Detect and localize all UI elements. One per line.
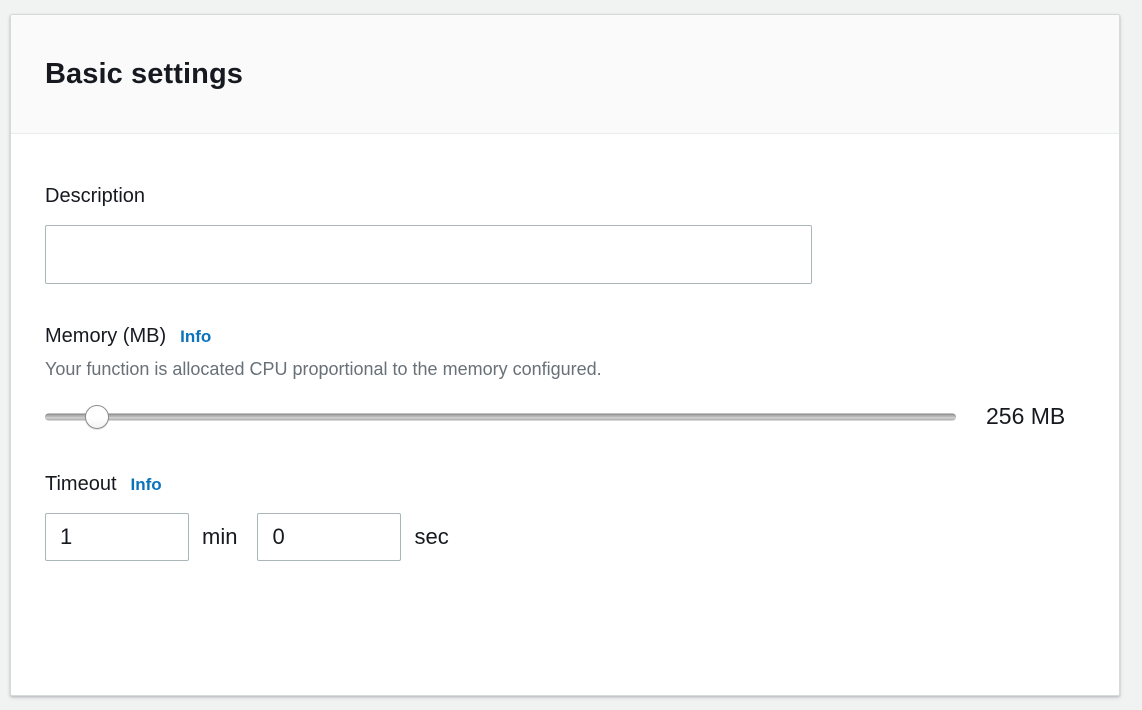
panel-header: Basic settings <box>11 15 1119 134</box>
basic-settings-panel: Basic settings Description Memory (MB) I… <box>10 14 1120 696</box>
timeout-inputs-row: min sec <box>45 513 1085 562</box>
timeout-seconds-input[interactable] <box>257 513 402 562</box>
description-label-text: Description <box>45 185 146 207</box>
page-title: Basic settings <box>45 57 244 90</box>
timeout-seconds-unit-label: sec <box>414 524 449 550</box>
timeout-info-link[interactable]: Info <box>130 475 162 495</box>
panel-body: Description Memory (MB) Info Your functi… <box>11 134 1119 562</box>
timeout-minutes-unit-label: min <box>202 524 238 550</box>
memory-label: Memory (MB) Info <box>45 324 1085 349</box>
timeout-label-text: Timeout <box>45 473 117 496</box>
timeout-field-group: Timeout Info min sec <box>45 472 1085 562</box>
timeout-minutes-input[interactable] <box>45 513 189 562</box>
memory-help-text: Your function is allocated CPU proportio… <box>45 359 602 379</box>
description-input[interactable] <box>45 225 812 284</box>
description-label: Description <box>45 184 1085 209</box>
memory-label-text: Memory (MB) <box>45 325 167 347</box>
slider-thumb[interactable] <box>84 404 109 429</box>
memory-field-group: Memory (MB) Info Your function is alloca… <box>45 324 1085 430</box>
memory-info-link[interactable]: Info <box>180 327 212 346</box>
memory-slider[interactable] <box>45 404 956 430</box>
memory-value-label: 256 MB <box>986 403 1066 430</box>
timeout-label: Timeout Info <box>45 472 1085 497</box>
description-field-group: Description <box>45 184 1085 284</box>
slider-track[interactable] <box>45 413 956 421</box>
memory-slider-row: 256 MB <box>45 403 1085 430</box>
